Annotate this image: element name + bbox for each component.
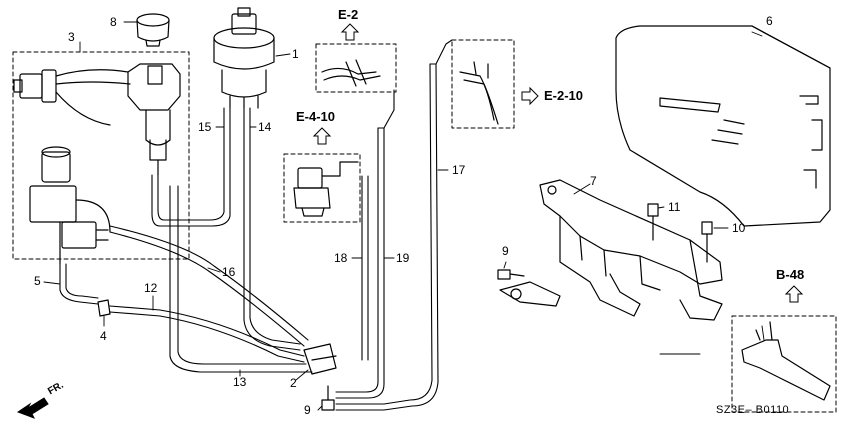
callout-19: 19 — [396, 251, 410, 265]
ref-label-b48: B-48 — [776, 267, 805, 282]
leader-lines — [43, 21, 765, 411]
part-10-bolt — [701, 221, 713, 263]
callout-12: 12 — [144, 281, 158, 295]
ref-e4-10-box — [283, 153, 361, 223]
callout-16: 16 — [222, 265, 236, 279]
hoses — [59, 39, 453, 411]
callout-13: 13 — [233, 375, 247, 389]
ref-arrow-e2 — [340, 23, 360, 41]
callout-3: 3 — [68, 30, 75, 44]
callout-11: 11 — [668, 200, 681, 214]
ref-label-e2-10: E-2-10 — [544, 88, 584, 103]
callout-14: 14 — [258, 120, 272, 134]
part-2-clip — [303, 343, 337, 375]
part-9-bolt-lower — [321, 385, 335, 411]
callout-6: 6 — [766, 14, 773, 28]
callout-8: 8 — [110, 15, 117, 29]
callout-9-upper: 9 — [502, 244, 509, 258]
ref-label-e2: E-2 — [338, 7, 359, 22]
ref-label-e4-10: E-4-10 — [296, 109, 336, 124]
ref-b48-box — [731, 315, 837, 413]
callout-10: 10 — [732, 221, 746, 235]
ref-arrow-e4-10 — [312, 127, 332, 145]
diagram-code: SZ3E– B0110 — [716, 404, 790, 416]
callout-9-lower: 9 — [304, 403, 311, 417]
callout-4: 4 — [100, 329, 107, 343]
callout-15: 15 — [198, 120, 212, 134]
part-9-bolt-upper — [497, 269, 525, 280]
part-8-cap — [136, 13, 170, 47]
callout-1: 1 — [292, 47, 299, 61]
part-6-cover — [615, 25, 831, 227]
ref-arrow-b48 — [784, 285, 804, 303]
callout-18: 18 — [334, 251, 348, 265]
front-direction-arrow — [16, 397, 49, 419]
callout-17: 17 — [452, 163, 466, 177]
ref-e2-box — [315, 43, 397, 93]
callout-5: 5 — [34, 274, 41, 288]
part-3-solenoid-assembly — [13, 63, 181, 265]
callout-7: 7 — [590, 174, 597, 188]
part-11-bolt — [647, 203, 659, 241]
ref-e2-10-box — [451, 39, 515, 129]
part-3-group-box — [12, 51, 190, 260]
part-4-joint — [97, 299, 111, 317]
part-7-bracket — [499, 179, 723, 321]
callout-2: 2 — [290, 376, 297, 390]
part-1-vacuum-actuator — [213, 7, 275, 109]
ref-arrow-e2-10 — [521, 86, 539, 106]
